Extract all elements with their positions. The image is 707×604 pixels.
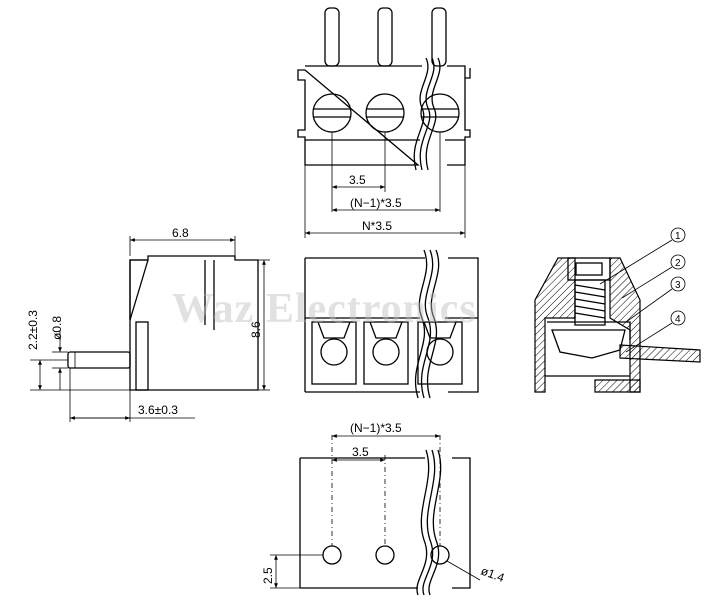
dim-pin-length: 3.6±0.3 (138, 403, 178, 417)
dim-overall-width: N*3.5 (362, 219, 392, 233)
front-wire-entries (311, 321, 463, 385)
watermark: Waz Electronics (172, 286, 477, 332)
top-pins (324, 7, 447, 67)
top-view: 3.5 (N−1)*3.5 N*3.5 (297, 7, 471, 238)
dim-span-bottom: (N−1)*3.5 (350, 421, 402, 435)
section-screw-thread (574, 284, 606, 319)
dim-hole-diameter: ø1.4 (479, 564, 507, 585)
footprint-holes (322, 545, 450, 565)
top-screws (312, 93, 460, 133)
callout-1: 1 (675, 231, 681, 242)
front-view (304, 249, 479, 399)
dim-depth: 6.8 (172, 226, 189, 240)
side-pin (67, 351, 131, 369)
footprint-view: (N−1)*3.5 3.5 2.5 ø1.4 (261, 421, 507, 596)
dim-height: 8.6 (249, 321, 263, 338)
callout-4: 4 (675, 314, 681, 325)
dim-pitch-top: 3.5 (349, 173, 366, 187)
callout-3: 3 (675, 280, 681, 291)
section-view: 1 2 3 4 (534, 227, 701, 393)
side-view: 6.8 8.6 2.2±0.3 ø0.8 3.6±0.3 (26, 226, 270, 422)
dim-pitch-bottom: 3.5 (352, 445, 369, 459)
dim-pin-offset: 2.2±0.3 (26, 310, 40, 350)
dim-span-top: (N−1)*3.5 (350, 196, 402, 210)
dim-pin-diameter: ø0.8 (50, 316, 64, 340)
callouts: 1 2 3 4 (599, 227, 686, 353)
dim-hole-offset: 2.5 (261, 567, 275, 584)
callout-2: 2 (675, 258, 681, 269)
